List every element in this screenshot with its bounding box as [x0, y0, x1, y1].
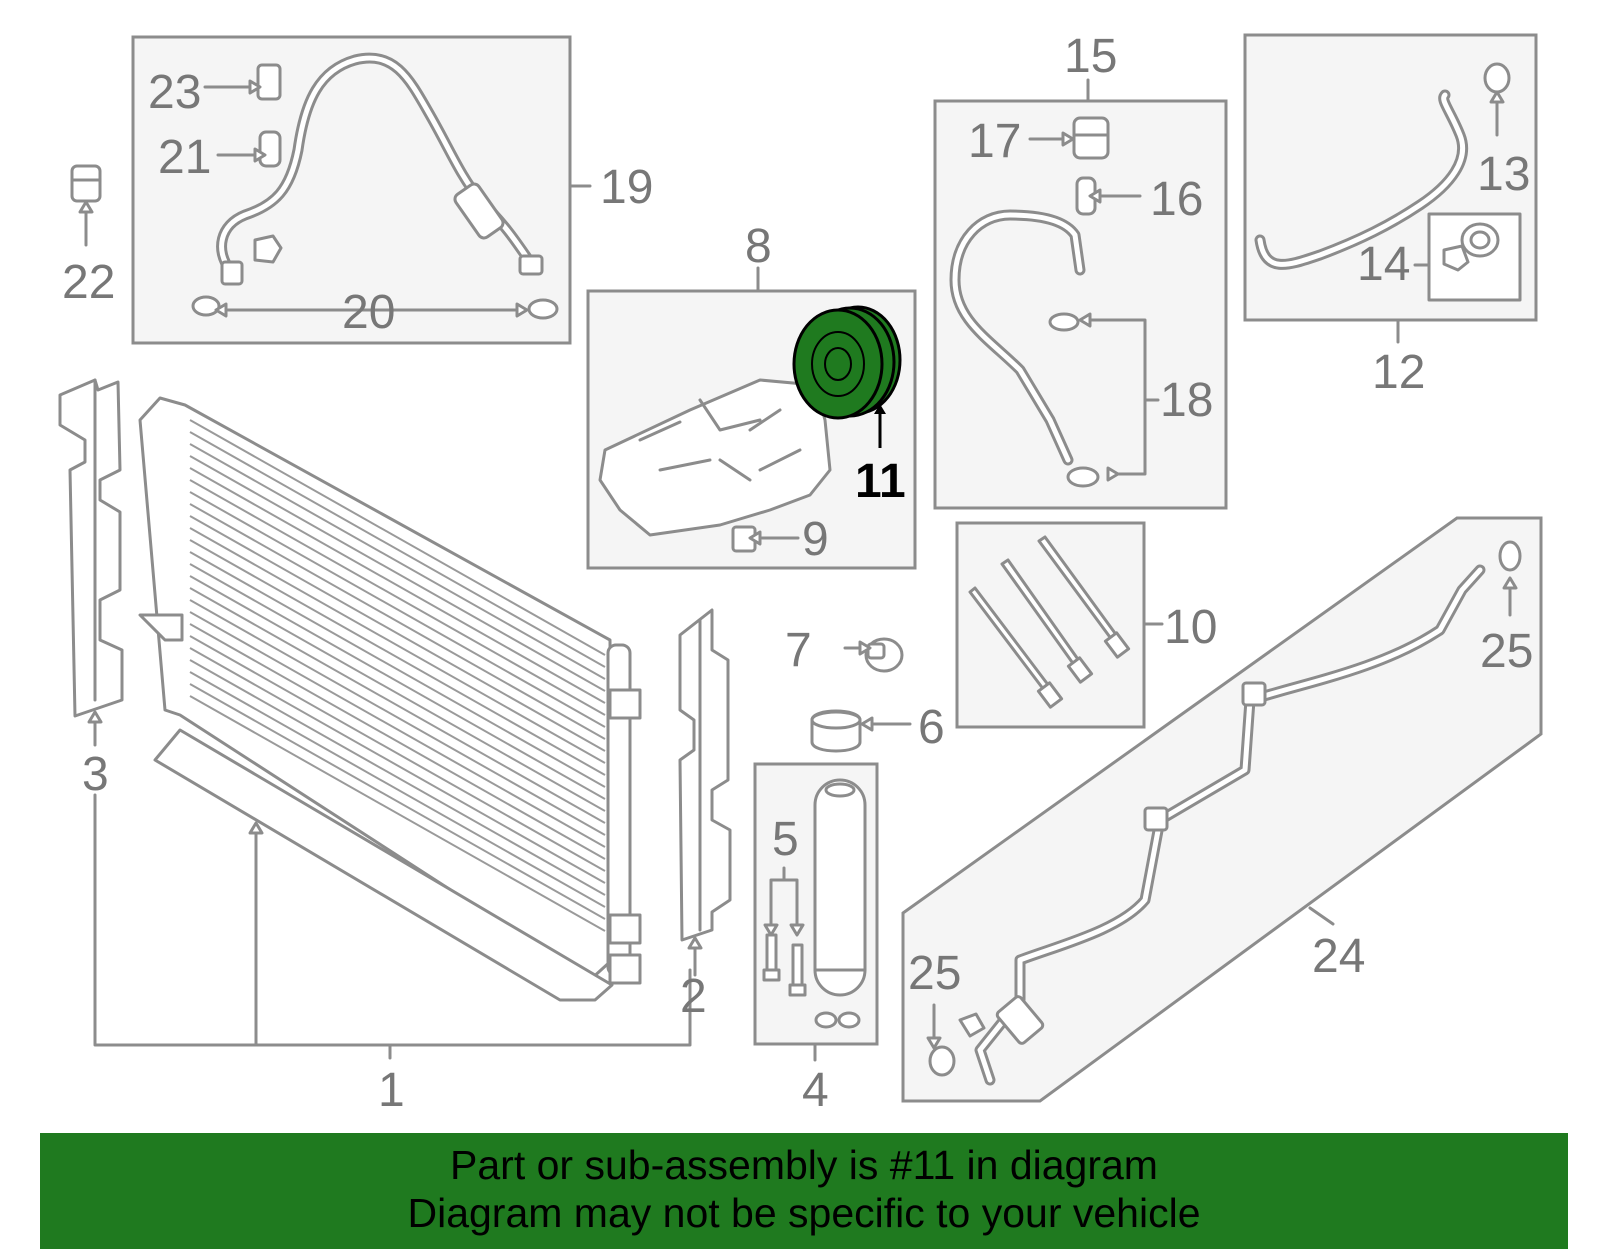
banner-line-1: Part or sub-assembly is #11 in diagram — [450, 1142, 1158, 1188]
callout-21: 21 — [158, 131, 211, 184]
panel-12-group — [1243, 33, 1538, 344]
panel-8-group — [586, 266, 917, 570]
callout-6: 6 — [918, 701, 945, 754]
panel-19-group — [131, 35, 592, 345]
panel-4-group — [753, 762, 879, 1062]
callout-16: 16 — [1150, 173, 1203, 226]
callout-24: 24 — [1312, 930, 1365, 983]
callout-25-left: 25 — [908, 947, 961, 1000]
compressor-body — [598, 378, 832, 537]
part-18-oring-top — [1048, 312, 1080, 332]
part-6-bracket — [810, 709, 912, 753]
callout-1: 1 — [378, 1064, 405, 1117]
callout-9: 9 — [802, 513, 829, 566]
part-20-oring-left — [191, 295, 221, 317]
part-11-clutch-pulley[interactable] — [792, 305, 902, 420]
callout-14: 14 — [1357, 238, 1410, 291]
condenser-fins — [189, 419, 606, 932]
part-14-clip — [1442, 244, 1470, 272]
callout-17: 17 — [968, 115, 1021, 168]
callout-5: 5 — [772, 813, 799, 866]
callout-13: 13 — [1477, 148, 1530, 201]
panel-15-box — [933, 99, 1228, 510]
callout-25-right: 25 — [1480, 625, 1533, 678]
part-2-shield — [678, 608, 732, 977]
part-25-oring-left — [928, 1045, 956, 1077]
panel-10-group — [955, 521, 1164, 729]
panel-24-group — [901, 516, 1543, 1103]
callout-4: 4 — [802, 1064, 829, 1117]
callout-18: 18 — [1160, 374, 1213, 427]
callout-15: 15 — [1064, 30, 1117, 83]
callout-8: 8 — [745, 220, 772, 273]
callout-12: 12 — [1372, 346, 1425, 399]
part-17-cap — [1072, 116, 1110, 160]
part-7-fastener — [843, 637, 904, 673]
banner-line-2: Diagram may not be specific to your vehi… — [407, 1190, 1201, 1236]
part-3-shield — [58, 378, 124, 747]
callout-19: 19 — [600, 161, 653, 214]
callout-2: 2 — [680, 970, 707, 1023]
part-20-oring-right — [527, 298, 559, 320]
part-13-oring — [1483, 62, 1511, 94]
callout-22: 22 — [62, 256, 115, 309]
part-21-cap — [258, 130, 282, 168]
info-banner: Part or sub-assembly is #11 in diagram D… — [40, 1133, 1568, 1249]
callout-11: 11 — [855, 455, 906, 508]
part-23-valve — [256, 63, 282, 101]
panel-15-group — [933, 78, 1228, 510]
part-mount-nut — [253, 234, 283, 264]
part-18-oring-bottom — [1066, 466, 1100, 488]
part-22 — [70, 164, 102, 247]
callout-7: 7 — [785, 624, 812, 677]
callout-3: 3 — [82, 748, 109, 801]
callout-23: 23 — [148, 66, 201, 119]
part-25-oring-right — [1498, 540, 1522, 572]
callout-10: 10 — [1164, 601, 1217, 654]
part-4-drier — [813, 778, 867, 997]
callout-20: 20 — [342, 286, 395, 339]
part-1-condenser — [93, 396, 692, 1060]
